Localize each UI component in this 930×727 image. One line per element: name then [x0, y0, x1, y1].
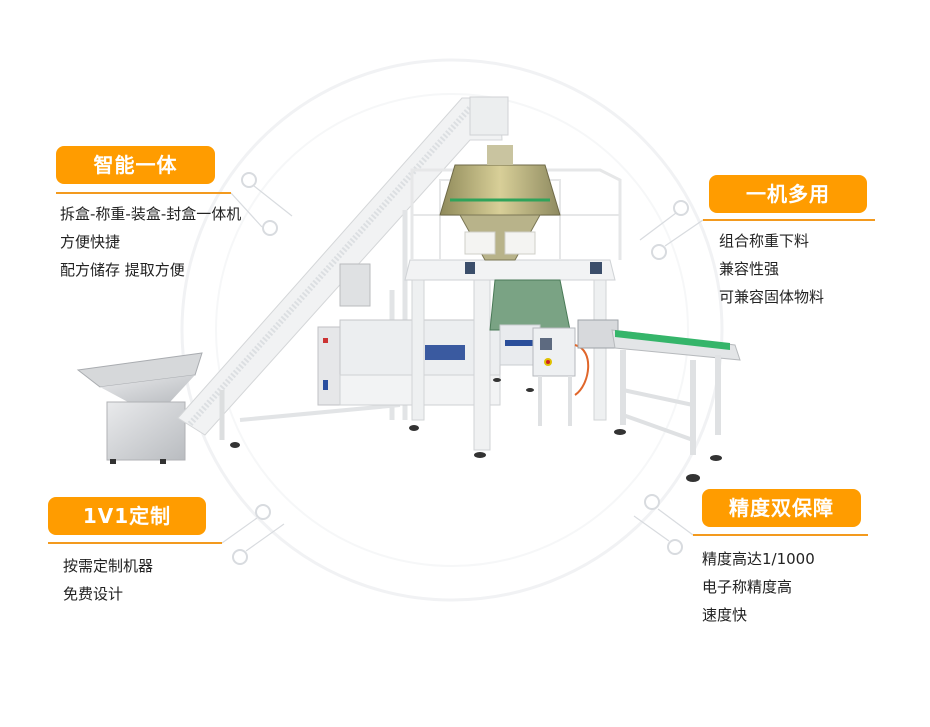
- feature-line: 兼容性强: [719, 260, 780, 278]
- feature-line: 配方储存 提取方便: [60, 261, 185, 279]
- infeed-hopper: [76, 352, 203, 464]
- feature-line: 可兼容固体物料: [719, 288, 825, 306]
- feature-title-badge: 精度双保障: [702, 489, 861, 527]
- feature-line: 电子称精度高: [702, 578, 793, 596]
- connector-top-left: [230, 172, 293, 236]
- feature-description: 组合称重下料 兼容性强 可兼容固体物料: [719, 227, 824, 311]
- feature-line: 拆盒-称重-装盒-封盒一体机: [60, 205, 242, 223]
- feature-line: 精度高达1/1000: [702, 550, 815, 568]
- feature-underline: [703, 219, 875, 221]
- feature-line: 速度快: [702, 606, 748, 624]
- feature-title-badge: 1V1定制: [48, 497, 206, 535]
- feature-underline: [48, 542, 222, 544]
- weigher-platform: [404, 168, 622, 451]
- feature-title-badge: 智能一体: [56, 146, 215, 184]
- feature-description: 拆盒-称重-装盒-封盒一体机 方便快捷 配方储存 提取方便: [60, 200, 241, 284]
- outfeed-conveyor: [577, 319, 741, 482]
- feature-underline: [693, 534, 868, 536]
- feature-description: 精度高达1/1000 电子称精度高 速度快: [702, 545, 815, 629]
- feature-underline: [56, 192, 231, 194]
- feature-line: 组合称重下料: [719, 232, 810, 250]
- connector-bottom-right: [633, 494, 694, 555]
- connector-bottom-left: [221, 504, 285, 565]
- machine-feet: [230, 378, 534, 458]
- feature-line: 按需定制机器: [63, 557, 154, 575]
- feature-title-badge: 一机多用: [709, 175, 867, 213]
- feature-description: 按需定制机器 免费设计: [63, 552, 153, 608]
- connector-top-right: [639, 200, 704, 260]
- feature-line: 免费设计: [63, 585, 124, 603]
- feature-line: 方便快捷: [60, 233, 121, 251]
- multihead-weigher: [439, 145, 602, 274]
- bagging-machine: [317, 263, 501, 406]
